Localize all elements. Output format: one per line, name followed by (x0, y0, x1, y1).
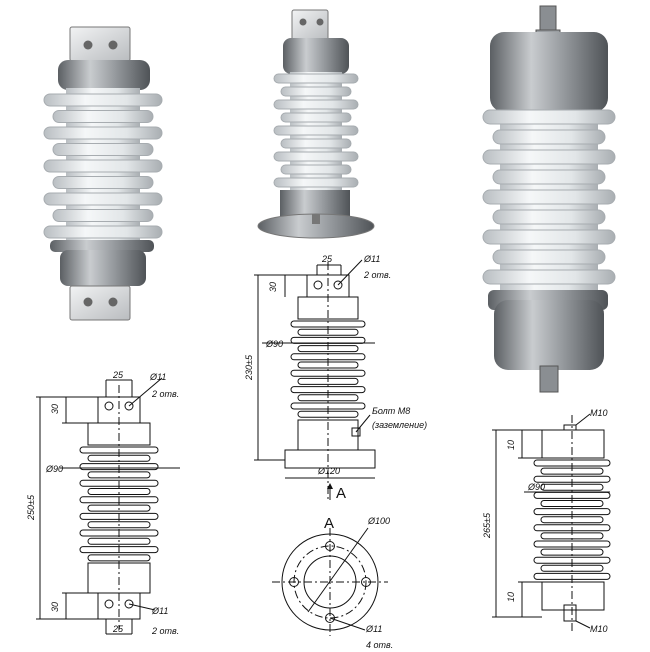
note-left-holes-top: 2 отв. (151, 389, 179, 399)
dim-right-thread-top: М10 (590, 408, 608, 418)
insulator-shed (273, 73, 359, 84)
insulator-shed (273, 177, 359, 188)
dim-left-width-top: 25 (112, 370, 124, 380)
insulator-shed (492, 169, 606, 185)
dim-left-30-bottom: 30 (50, 602, 60, 612)
note-left-holes-bottom: 2 отв. (151, 626, 179, 636)
label-view-a: A (324, 515, 334, 532)
insulator-shed (273, 125, 359, 136)
insulator-shed (492, 249, 606, 265)
render-insulator-studs (482, 5, 616, 393)
drawing-left (36, 377, 180, 635)
note-center-bolt: (заземление) (372, 420, 427, 430)
label-center-view-arrow: A (336, 485, 346, 502)
insulator-shed (492, 129, 606, 145)
dim-center-30: 30 (268, 282, 278, 292)
insulator-shed (280, 138, 352, 149)
dim-center-base: Ø120 (317, 466, 340, 476)
dim-center-width-top: 25 (321, 254, 333, 264)
insulator-shed (52, 143, 154, 156)
label-center-bolt: Болт М8 (372, 406, 410, 416)
drawing-right (492, 413, 611, 632)
note-view-a-holes: 4 отв. (366, 640, 393, 650)
note-center-holes-top: 2 отв. (363, 270, 391, 280)
view-a-flange (272, 527, 388, 636)
insulator-shed (273, 151, 359, 162)
dim-center-hole-top: Ø11 (363, 254, 380, 264)
insulator-shed (482, 189, 616, 205)
insulator-shed (482, 109, 616, 125)
dim-right-height: 265±5 (482, 512, 492, 539)
dim-left-30-top: 30 (50, 404, 60, 414)
dim-right-diameter: Ø90 (527, 482, 545, 492)
dim-left-hole-bottom: Ø11 (151, 606, 168, 616)
dim-left-width-bottom: 25 (112, 624, 124, 634)
insulator-shed (43, 159, 163, 173)
render-insulator-flange (257, 9, 375, 239)
dim-right-10-top: 10 (506, 440, 516, 450)
insulator-shed (52, 110, 154, 123)
insulator-shed (43, 225, 163, 239)
dim-left-hole-top: Ø11 (149, 372, 166, 382)
dim-view-a-circle: Ø100 (367, 516, 390, 526)
dim-left-height: 250±5 (26, 494, 36, 521)
insulator-shed (482, 229, 616, 245)
insulator-shed (280, 86, 352, 97)
drawing-center (254, 259, 376, 500)
dim-center-diameter: Ø90 (265, 339, 283, 349)
dim-left-diameter: Ø90 (45, 464, 63, 474)
dim-view-a-hole: Ø11 (365, 624, 382, 634)
dim-right-thread-bottom: М10 (590, 624, 608, 634)
insulator-shed (273, 99, 359, 110)
insulator-shed (492, 209, 606, 225)
insulator-shed (43, 93, 163, 107)
render-insulator-bracket (43, 26, 163, 321)
insulator-shed (43, 192, 163, 206)
insulator-shed (280, 164, 352, 175)
dim-right-10-bottom: 10 (506, 592, 516, 602)
dim-center-height: 230±5 (244, 354, 254, 381)
insulator-shed (482, 149, 616, 165)
insulator-shed (280, 112, 352, 123)
insulator-shed (52, 209, 154, 222)
insulator-shed (52, 176, 154, 189)
insulator-shed (43, 126, 163, 140)
insulator-shed (482, 269, 616, 285)
